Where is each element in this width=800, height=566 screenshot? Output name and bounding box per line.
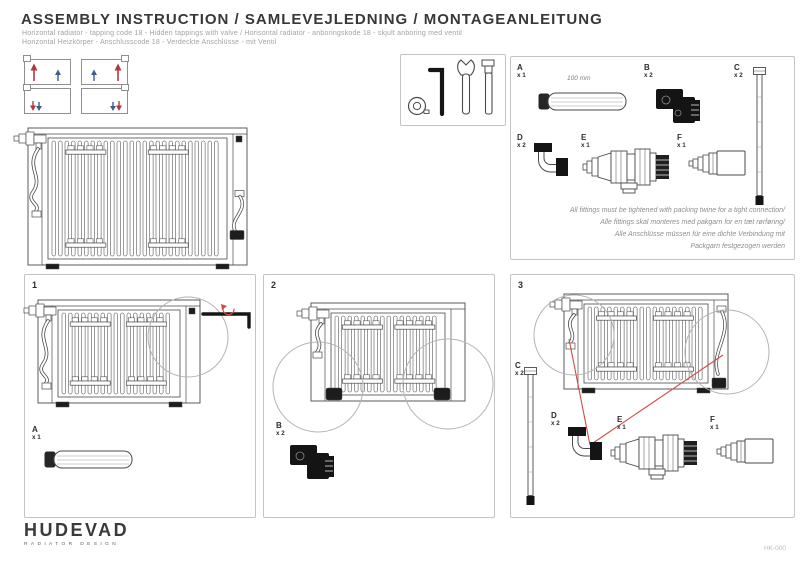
step-1-part-a-drawing (44, 450, 133, 469)
part-f-drawing (688, 150, 746, 176)
connection-option-2 (81, 55, 129, 85)
part-b-drawing (656, 89, 700, 123)
packing-twine-warning: All fittings must be tightened with pack… (569, 207, 785, 251)
connection-diagrams (23, 55, 134, 114)
part-c-label: C x 2 (734, 63, 743, 80)
part-c-drawing (753, 67, 766, 205)
step-2-part-b-label: B x 2 (276, 421, 285, 438)
part-a-drawing (538, 92, 627, 111)
step-3-part-d-label: D x 2 (551, 411, 560, 428)
step-3-number: 3 (518, 280, 524, 290)
step-2-number: 2 (271, 280, 277, 290)
tapping-nub (121, 55, 129, 62)
step-2-box: 2 B x 2 (263, 274, 495, 518)
part-e-drawing (582, 148, 669, 194)
step-3-part-e-drawing (610, 434, 697, 480)
step-1-drawing (23, 296, 251, 408)
flow-arrows (30, 63, 61, 81)
step-3-part-d-drawing (568, 427, 602, 460)
doc-code: HK-000 (763, 545, 786, 552)
parts-box: A x 1 100 mm B x 2 C x 2 (510, 56, 795, 260)
open-end-wrench-icon (457, 59, 475, 115)
part-b-label: B x 2 (644, 63, 653, 80)
step-3-drawing (533, 293, 770, 446)
part-a-dimension: 100 mm (567, 75, 591, 82)
step-3-box: 3 C x 2 D x 2 E x 1 (510, 274, 795, 518)
step-1-number: 1 (32, 280, 38, 290)
part-d-label: D x 2 (517, 133, 526, 150)
step-3-part-e-label: E x 1 (617, 415, 626, 432)
part-d-drawing (534, 143, 568, 176)
tape-measure-icon (407, 96, 430, 116)
connection-option-3 (23, 84, 71, 114)
step-3-part-c-drawing (524, 367, 537, 505)
tapping-nub (121, 84, 129, 91)
step-2-drawing (272, 302, 494, 433)
step-3-part-f-label: F x 1 (710, 415, 719, 432)
step-1-part-a-label: A x 1 (32, 425, 41, 442)
part-e-label: E x 1 (581, 133, 590, 150)
step-3-part-f-drawing (716, 438, 774, 464)
allen-key-icon (427, 67, 445, 117)
pipe-wrench-icon (481, 59, 495, 115)
subtitle-line-2: Horizontal Heizkörper - Anschlusscode 18… (22, 39, 277, 46)
radiator-overview-drawing (13, 127, 248, 270)
tools-box (400, 54, 506, 126)
step-2-part-b-drawing (290, 445, 334, 479)
brand-logo: HUDEVAD RADIATOR DESIGN (24, 521, 129, 547)
tapping-nub (23, 84, 31, 91)
step-1-box: 1 A x 1 (23, 274, 256, 518)
page-title: ASSEMBLY INSTRUCTION / SAMLEVEJLEDNING /… (21, 11, 603, 28)
flow-arrows (30, 101, 42, 111)
flow-arrows (110, 101, 122, 111)
connection-option-4 (81, 84, 129, 114)
step-3-part-c-label: C x 2 (515, 361, 524, 378)
brand-tagline: RADIATOR DESIGN (24, 542, 120, 547)
brand-name: HUDEVAD (24, 520, 130, 540)
tapping-nub (23, 55, 31, 62)
part-a-label: A x 1 (517, 63, 526, 80)
part-f-label: F x 1 (677, 133, 686, 150)
connection-option-1 (23, 55, 71, 85)
flow-arrows (91, 63, 122, 81)
subtitle-line-1: Horizontal radiator - tapping code 18 - … (22, 30, 463, 37)
